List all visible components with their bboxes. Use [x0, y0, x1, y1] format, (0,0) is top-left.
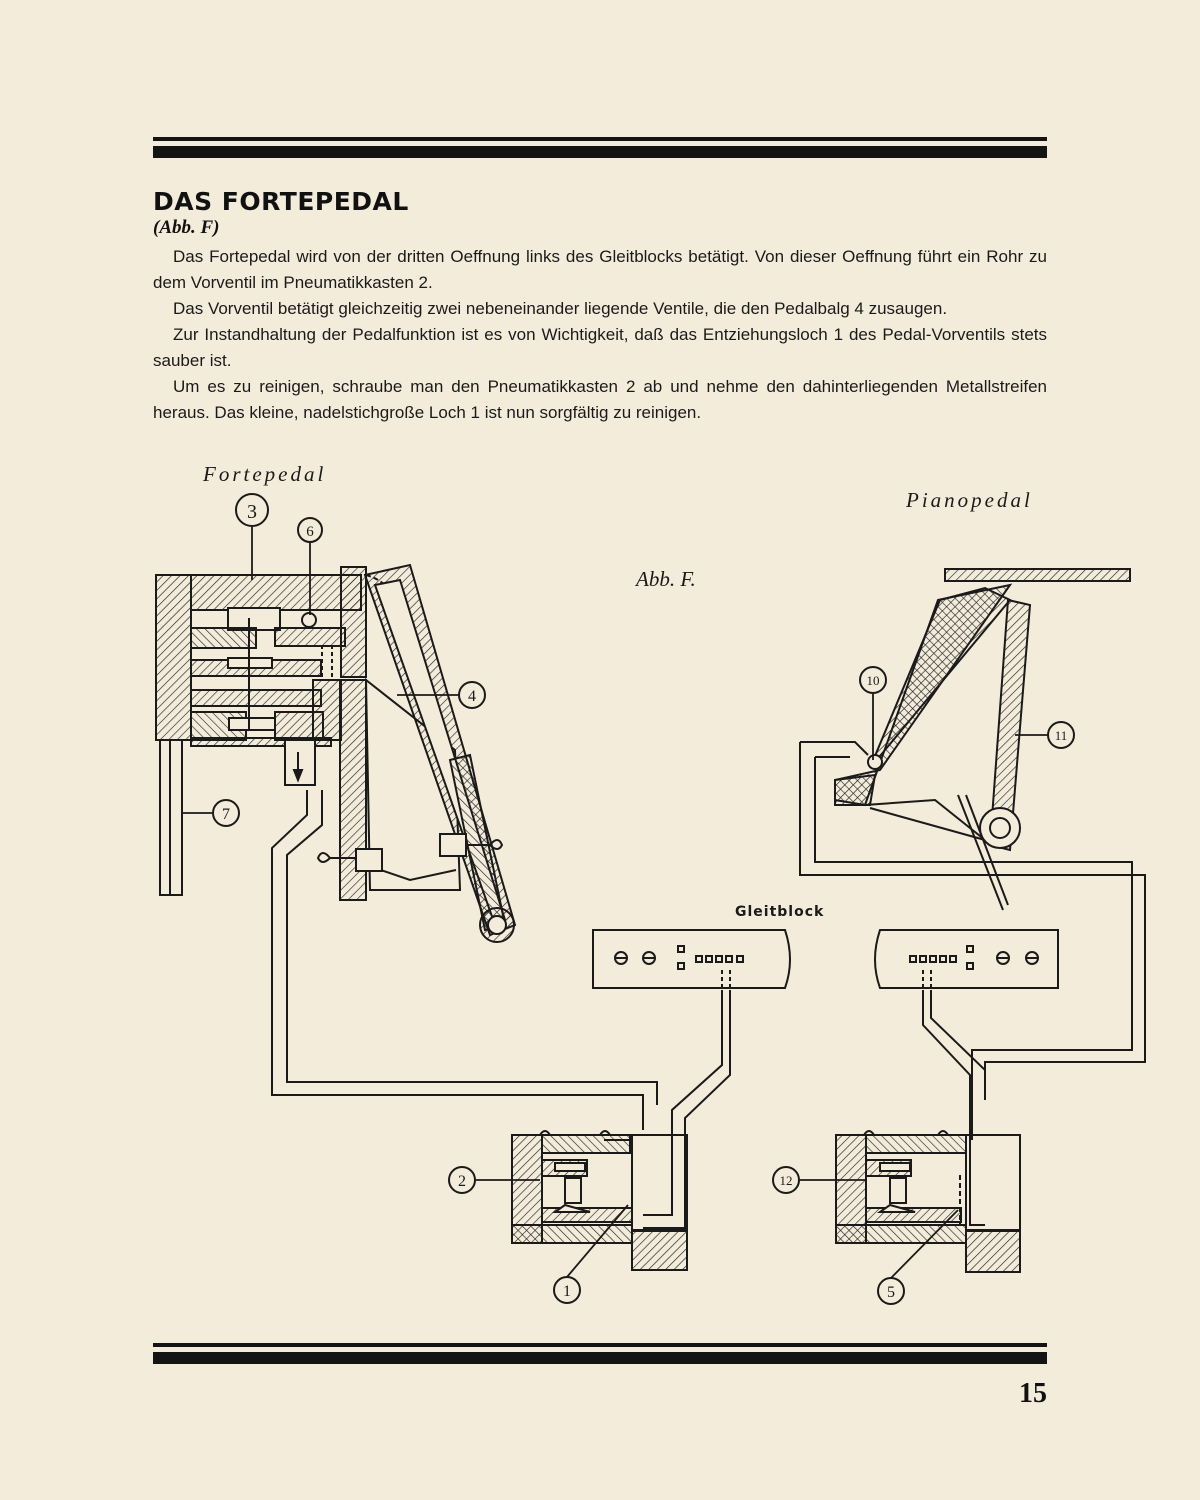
- callout-1: 1: [553, 1276, 581, 1304]
- label-pianopedal: Pianopedal: [905, 488, 1033, 512]
- pneumatic-box-left: [511, 1130, 688, 1271]
- svg-text:12: 12: [780, 1173, 793, 1188]
- paragraph: Zur Instandhaltung der Pedalfunktion ist…: [153, 325, 1047, 370]
- gleitblock-left: [592, 929, 791, 1229]
- bottom-rule: [153, 1343, 1047, 1364]
- callout-5: 5: [877, 1277, 905, 1305]
- svg-text:11: 11: [1055, 728, 1068, 743]
- callout-11: 11: [1047, 721, 1075, 749]
- page-number: 15: [1019, 1378, 1047, 1409]
- callout-12: 12: [772, 1166, 800, 1194]
- gleitblock-right: [874, 929, 1059, 1226]
- svg-text:4: 4: [468, 688, 476, 705]
- pianopedal-mechanism: [799, 568, 1146, 1140]
- svg-text:3: 3: [247, 501, 257, 523]
- svg-text:10: 10: [867, 673, 880, 688]
- pneumatic-box-right: [835, 1130, 1021, 1273]
- paragraph: Um es zu reinigen, schraube man den Pneu…: [153, 377, 1047, 422]
- top-rule: [153, 137, 1047, 158]
- callout-3: 3: [235, 493, 269, 527]
- section-subtitle: (Abb. F): [153, 217, 220, 238]
- svg-text:6: 6: [306, 524, 314, 540]
- paragraph: Das Fortepedal wird von der dritten Oeff…: [153, 247, 1047, 292]
- fortepedal-mechanism: [155, 563, 658, 1130]
- svg-text:2: 2: [458, 1173, 466, 1190]
- callout-6: 6: [297, 517, 323, 543]
- callout-7: 7: [212, 799, 240, 827]
- section-title: DAS FORTEPEDAL: [153, 187, 409, 216]
- label-fortepedal: Fortepedal: [202, 462, 326, 486]
- figure-caption: Abb. F.: [634, 567, 696, 591]
- svg-text:7: 7: [222, 806, 230, 823]
- callout-10: 10: [859, 666, 887, 694]
- svg-text:1: 1: [563, 1283, 571, 1300]
- label-gleitblock: Gleitblock: [735, 904, 824, 920]
- callout-2: 2: [448, 1166, 476, 1194]
- callout-4: 4: [458, 681, 486, 709]
- paragraph: Das Vorventil betätigt gleichzeitig zwei…: [173, 299, 948, 318]
- svg-text:5: 5: [887, 1284, 895, 1301]
- body-text: Das Fortepedal wird von der dritten Oeff…: [153, 244, 1047, 426]
